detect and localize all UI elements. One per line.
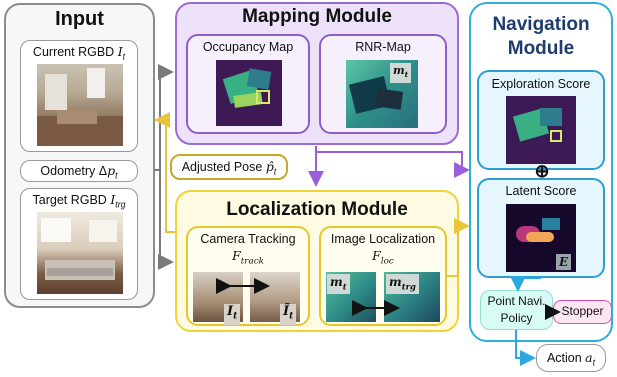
- input-title: Input: [55, 8, 104, 30]
- camera-tracking-fn: Ftrack: [232, 248, 264, 267]
- navigation-title-1: Navigation: [492, 14, 590, 35]
- image-localization-fn: Floc: [372, 248, 394, 267]
- localization-title: Localization Module: [226, 199, 408, 220]
- tag-it: It: [224, 304, 241, 325]
- latent-tag: E: [556, 254, 572, 270]
- occupancy-map-label: Occupancy Map: [202, 40, 294, 54]
- rnr-map-tag: mt: [390, 63, 412, 84]
- action-box: [536, 344, 606, 372]
- occupancy-map-image: [216, 60, 282, 126]
- stopper-box: [553, 300, 612, 324]
- camera-tracking-label: Camera Tracking: [200, 232, 296, 246]
- image-localization-label: Image Localization: [330, 232, 436, 246]
- combine-symbol: ⊕: [534, 161, 550, 181]
- action-label: Action at: [546, 350, 596, 368]
- arrow-input-to-mapping: [155, 64, 174, 171]
- target-rgbd-label: Target RGBD Itrg: [32, 192, 126, 210]
- stopper-label: Stopper: [561, 304, 604, 318]
- policy-label-2: Policy: [500, 311, 533, 325]
- mapping-title: Mapping Module: [242, 6, 392, 27]
- current-rgbd-label: Current RGBD It: [32, 44, 126, 62]
- current-rgbd-image: [37, 64, 123, 146]
- odometry-box: [20, 160, 138, 182]
- adjusted-pose-box: [170, 154, 288, 180]
- adjusted-pose-label: Adjusted Pose p̂t: [181, 159, 277, 177]
- arrow-mapping-to-navigation: [316, 151, 470, 178]
- policy-label-1: Point Navi.: [487, 294, 546, 308]
- odometry-label: Odometry Δpt: [40, 163, 118, 181]
- exploration-score-label: Exploration Score: [491, 77, 591, 91]
- arrow-input-to-localization: [158, 170, 174, 270]
- rnr-map-label: RNR-Map: [355, 40, 411, 54]
- policy-box: [480, 290, 553, 330]
- target-rgbd-image: [37, 212, 123, 294]
- navigation-title-2: Module: [507, 38, 575, 59]
- tag-itilde: Ĩt: [280, 304, 297, 325]
- navigation-module: [469, 2, 613, 342]
- exploration-score-image: [506, 96, 576, 164]
- tag-mtrg: mtrg: [386, 274, 419, 295]
- latent-score-label: Latent Score: [505, 184, 577, 198]
- tag-mt: mt: [327, 274, 350, 295]
